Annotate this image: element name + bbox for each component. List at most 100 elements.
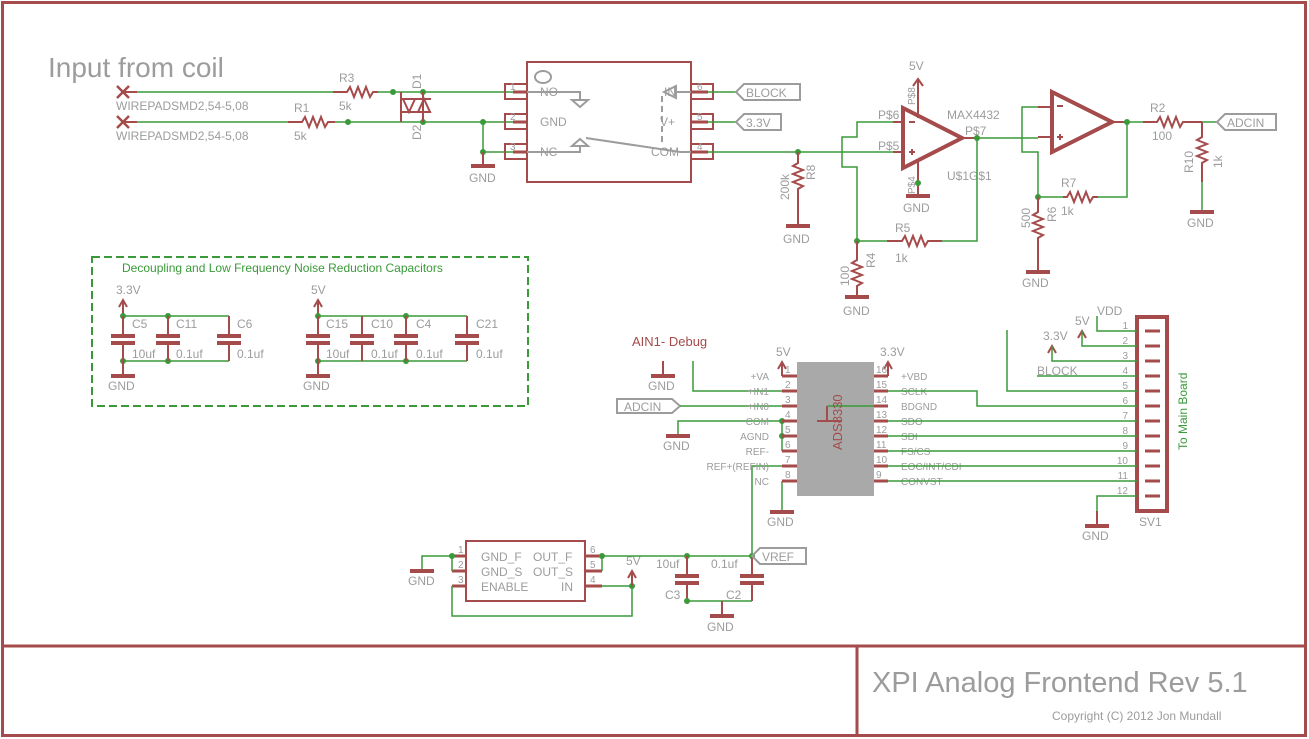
adc-left-pin-num: 8	[785, 470, 791, 481]
sv1-pin-num: 11	[1118, 471, 1129, 482]
resistor-r8[interactable]	[790, 152, 806, 198]
resistor-r5[interactable]	[887, 233, 942, 249]
net-block-text: BLOCK	[746, 86, 787, 100]
net-label-adcin-out[interactable]: ADCIN	[1215, 113, 1277, 131]
dec-5-supply: 5V	[311, 283, 326, 297]
adc-right-pin-num: 14	[876, 395, 888, 406]
dec-33-gnd: GND	[108, 379, 135, 393]
r4-value: 100	[838, 266, 852, 286]
adc-right-pin-label: SDO	[901, 417, 923, 428]
c11-name: C11	[176, 317, 197, 331]
sw-label-gnd: GND	[540, 115, 567, 129]
sv1-pin-num: 12	[1117, 486, 1129, 497]
resistor-r1[interactable]	[288, 114, 335, 130]
resistor-r4[interactable]	[849, 241, 865, 297]
sv1-pin-num: 1	[1122, 321, 1128, 332]
net-label-3v3[interactable]: 3.3V	[734, 113, 782, 131]
resistor-r3[interactable]	[333, 84, 378, 100]
adc-left-pin-num: 1	[785, 365, 791, 376]
resistor-r10[interactable]	[1194, 122, 1210, 182]
r2-value: 100	[1152, 129, 1172, 143]
adc-left-pin-num: 5	[785, 425, 791, 436]
capacitor-c3[interactable]	[675, 556, 699, 601]
adc-left-pin-num: 7	[785, 455, 791, 466]
resistor-r7[interactable]	[1063, 189, 1098, 205]
adc-ads8330[interactable]	[797, 362, 874, 496]
drawing-title: XPI Analog Frontend Rev 5.1	[872, 667, 1248, 699]
ref-pin-5: 5	[590, 560, 596, 571]
sv1-5v: 5V	[1075, 314, 1090, 328]
r6-value: 500	[1019, 208, 1033, 228]
ref-pin-6: 6	[590, 545, 596, 556]
adc-left-pin-label: +IN1	[748, 387, 770, 398]
c6-value: 0.1uf	[237, 347, 264, 361]
c3-value: 10uf	[656, 557, 680, 571]
sv1-pin-num: 10	[1117, 456, 1129, 467]
adc-part: ADS8330	[830, 394, 845, 450]
r6-gnd: GND	[1022, 276, 1049, 290]
r4-name: R4	[864, 252, 878, 268]
sv1-pin-num: 3	[1122, 351, 1128, 362]
opamp1-pin-out: P$7	[965, 124, 987, 138]
resistor-r2[interactable]	[1143, 114, 1202, 130]
adc-right-pin-num: 15	[876, 380, 888, 391]
net-label-vref[interactable]: VREF	[750, 547, 807, 565]
sw-pin-2: 2	[510, 112, 516, 123]
opamp-2[interactable]	[1038, 88, 1127, 156]
net-label-adcin-in[interactable]: ADCIN	[616, 398, 682, 414]
adc-gnd-bottom: GND	[767, 515, 794, 529]
wirepad-1[interactable]	[116, 85, 137, 99]
capacitor-c15[interactable]	[306, 316, 330, 361]
adc-right-pin-label: CONVST	[901, 477, 943, 488]
r5-value: 1k	[895, 251, 909, 265]
diode-pair-d1-d2[interactable]	[400, 92, 432, 122]
resistor-r6[interactable]	[1030, 197, 1046, 272]
capacitor-c4[interactable]	[394, 316, 418, 361]
opamp-max4432[interactable]	[893, 77, 977, 198]
adc-left-pin-label: REF-	[746, 447, 769, 458]
sv1-pin-num: 4	[1122, 366, 1128, 377]
capacitor-c5[interactable]	[111, 316, 135, 361]
sv1-side-label: To Main Board	[1176, 373, 1190, 450]
r5-name: R5	[895, 221, 911, 235]
c5-value: 10uf	[132, 347, 156, 361]
capacitor-c11[interactable]	[156, 316, 180, 361]
ref-pin-4: 4	[590, 575, 596, 586]
capacitor-c6[interactable]	[217, 316, 241, 361]
adc-left-pin-num: 3	[785, 395, 791, 406]
title-block: XPI Analog Frontend Rev 5.1 Copyright (C…	[872, 667, 1248, 723]
adc-left-pin-num: 4	[785, 410, 791, 421]
c6-name: C6	[237, 317, 253, 331]
sw-pin-3: 3	[510, 142, 516, 153]
r8-name: R8	[804, 164, 818, 180]
adc-right-pin-num: 16	[876, 365, 888, 376]
net-adcin-out-text: ADCIN	[1227, 116, 1264, 130]
wirepad-2[interactable]	[116, 115, 137, 129]
capacitor-c2[interactable]	[740, 556, 764, 601]
net-label-block[interactable]: BLOCK	[734, 83, 801, 101]
adc-right-pin-label: +VBD	[901, 372, 927, 383]
capacitor-c10[interactable]	[350, 316, 374, 361]
sw-label-nc: NC	[540, 145, 558, 159]
r2-name: R2	[1150, 101, 1166, 115]
c3-name: C3	[665, 588, 681, 602]
adc-left-pin-label: REF+(REFIN)	[707, 462, 770, 473]
adc-right-pin-num: 9	[876, 470, 882, 481]
opamp1-gnd: GND	[903, 201, 930, 215]
input-heading: Input from coil	[48, 52, 224, 83]
c4-name: C4	[416, 317, 432, 331]
ref-pin-3: 3	[458, 575, 464, 586]
ref-label-gndf: GND_F	[481, 550, 522, 564]
capacitor-c21[interactable]	[455, 316, 479, 361]
c15-value: 10uf	[326, 347, 350, 361]
opamp1-supply: 5V	[909, 59, 924, 73]
adc-right-pin-num: 12	[876, 425, 888, 436]
gnd-label: GND	[469, 171, 496, 185]
ref-cap-gnd: GND	[707, 620, 734, 634]
r3-name: R3	[339, 71, 355, 85]
connector-sv1[interactable]	[1135, 315, 1169, 513]
ref-gnd: GND	[408, 574, 435, 588]
analog-switch-ic[interactable]	[504, 61, 714, 183]
